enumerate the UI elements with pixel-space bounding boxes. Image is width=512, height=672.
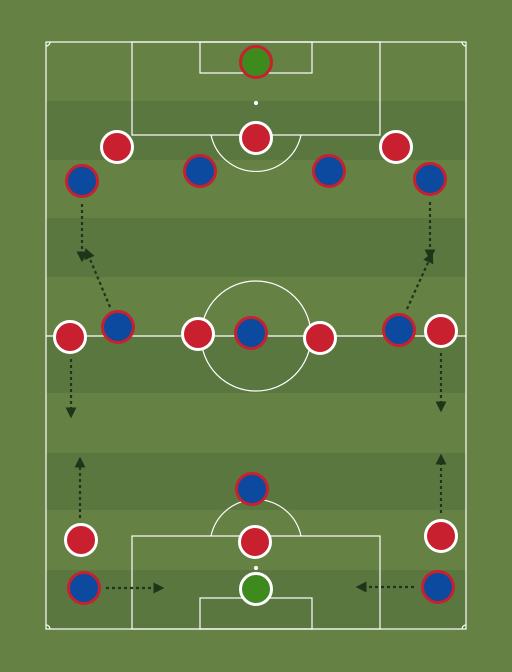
player-red-back-center[interactable]	[239, 121, 273, 155]
players	[53, 45, 458, 606]
player-blue-back-left[interactable]	[67, 571, 101, 605]
penalty-spot-bottom	[253, 565, 259, 571]
player-red-mid-right-wide[interactable]	[424, 314, 458, 348]
player-blue-forward-inner-left[interactable]	[183, 154, 217, 188]
player-blue-back-right[interactable]	[421, 570, 455, 604]
grass-stripe	[46, 218, 466, 277]
penalty-arc-top	[210, 134, 302, 172]
corner-arc-bottom-right	[461, 624, 467, 630]
player-blue-forward-left[interactable]	[65, 164, 99, 198]
run-arrow-mid-right	[405, 251, 434, 310]
player-red-back-right[interactable]	[379, 130, 413, 164]
player-keeper-bottom[interactable]	[239, 572, 273, 606]
corner-arc-top-left	[45, 41, 51, 47]
player-red-defender-center[interactable]	[238, 525, 272, 559]
player-blue-forward-inner-right[interactable]	[312, 154, 346, 188]
player-blue-forward-right[interactable]	[413, 162, 447, 196]
player-blue-mid-left[interactable]	[101, 310, 135, 344]
movement-arrows	[65, 202, 447, 594]
corner-arc-bottom-left	[45, 624, 51, 630]
player-red-mid-inner-left[interactable]	[181, 317, 215, 351]
player-blue-mid-center[interactable]	[234, 316, 268, 350]
player-red-mid-inner-right[interactable]	[303, 321, 337, 355]
player-blue-mid-right[interactable]	[382, 313, 416, 347]
corner-arc-top-right	[461, 41, 467, 47]
penalty-spot-top	[253, 100, 259, 106]
player-red-mid-left-wide[interactable]	[53, 320, 87, 354]
player-red-back-left[interactable]	[100, 130, 134, 164]
player-blue-striker[interactable]	[235, 472, 269, 506]
player-red-defender-left[interactable]	[64, 523, 98, 557]
player-keeper-top[interactable]	[239, 45, 273, 79]
run-arrow-mid-left	[84, 247, 112, 308]
player-red-defender-right[interactable]	[424, 519, 458, 553]
